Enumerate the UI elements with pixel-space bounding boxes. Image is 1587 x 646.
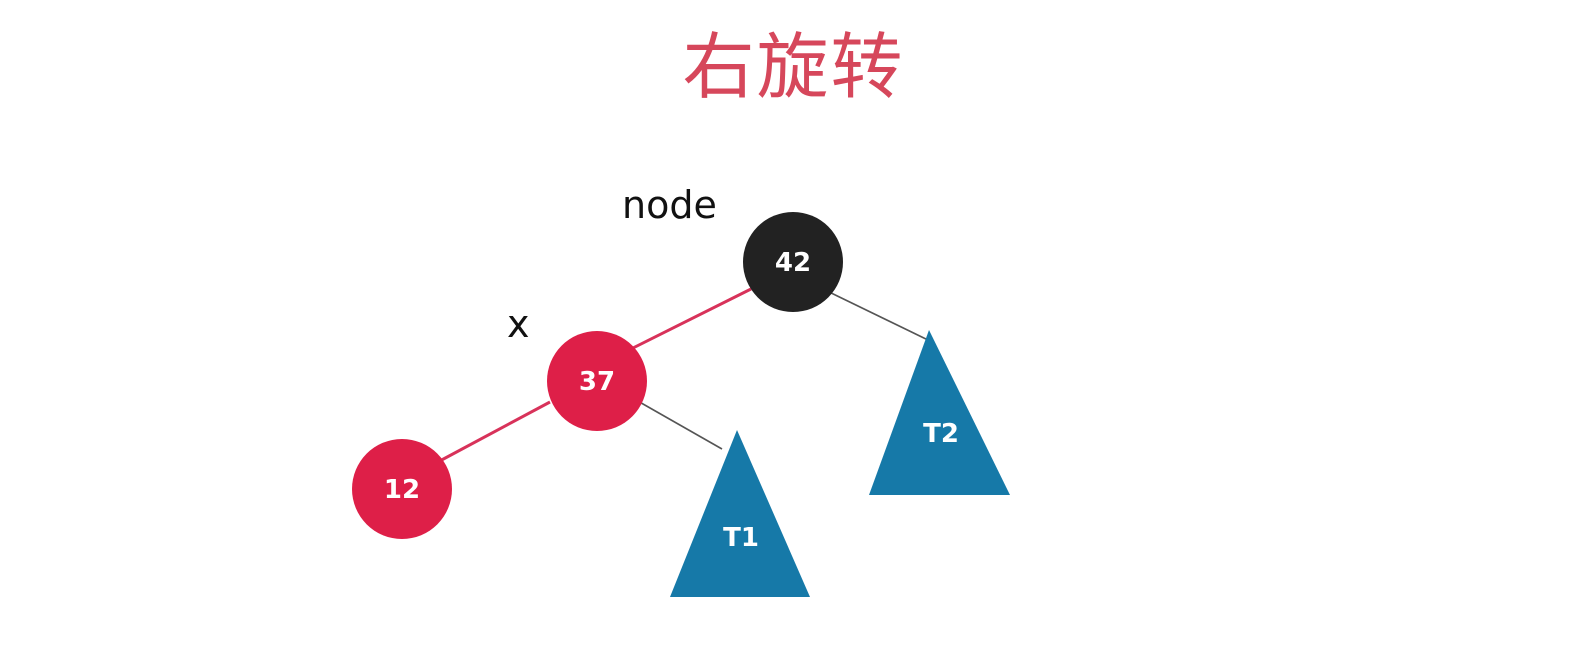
subtree-t2-label: T2 (923, 419, 959, 449)
edge-42-37 (624, 287, 752, 354)
edge-37-t1 (635, 399, 723, 450)
node-12-red (352, 439, 452, 539)
subtree-t2-triangle (869, 330, 1010, 495)
node-12-value: 12 (384, 475, 420, 505)
x-pointer-label: x (507, 302, 530, 346)
subtree-t1-triangle (670, 430, 810, 597)
node-42-value: 42 (775, 248, 811, 278)
node-37-value: 37 (579, 367, 615, 397)
node-pointer-label: node (622, 183, 717, 227)
diagram-title: 右旋转 (682, 25, 905, 109)
node-37-red (547, 331, 647, 431)
subtree-t1-label: T1 (723, 523, 759, 553)
node-42-black (743, 212, 843, 312)
edge-42-t2 (824, 289, 929, 341)
edge-37-12 (435, 400, 551, 465)
